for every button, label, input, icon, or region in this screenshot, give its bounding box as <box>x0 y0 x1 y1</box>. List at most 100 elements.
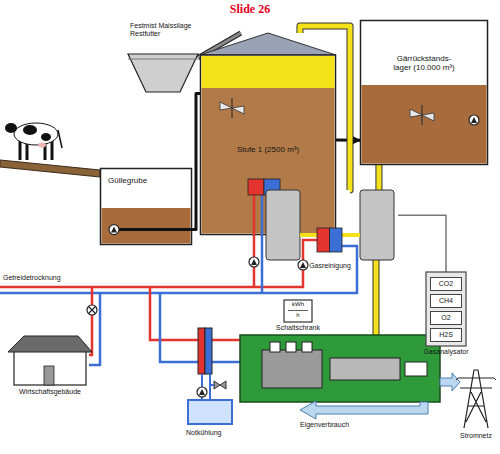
filter-column <box>266 190 300 260</box>
slurry-fill <box>102 208 191 244</box>
digester-roof <box>200 33 336 55</box>
analyzer-cell: CH4 <box>430 294 462 308</box>
mixer-blade <box>410 109 422 117</box>
mixer-blade <box>422 113 434 121</box>
cooling-pipe <box>210 384 214 386</box>
node-outline <box>262 190 398 274</box>
filter-column <box>360 190 394 260</box>
analyzer-cell: H2S <box>430 328 462 342</box>
pump-symbol <box>109 225 119 235</box>
barn-floor <box>0 160 100 177</box>
pump-symbol <box>469 115 479 125</box>
pump-symbol <box>111 227 117 233</box>
node-label: CO2 <box>431 280 461 288</box>
gas-analyzer: GasanalysatorCO2CH4O2H2S <box>420 272 472 358</box>
cow-leg <box>51 140 54 160</box>
digestate-storage: Gärrückstands- lager (10.000 m³) <box>360 20 488 165</box>
fraction-bar <box>288 310 308 311</box>
hopper-body <box>128 54 198 92</box>
plant-label: Notkühlung <box>186 429 246 437</box>
cow-figure <box>5 123 62 160</box>
node-label: O2 <box>431 314 461 322</box>
pylon-wire <box>456 378 496 380</box>
digestate-fill <box>362 85 487 164</box>
valve-symbol <box>87 305 97 315</box>
pump-symbol <box>251 259 257 265</box>
pipe-line <box>376 165 381 190</box>
node-outline <box>4 330 96 398</box>
cow-head <box>5 123 17 133</box>
engine-block <box>262 350 322 388</box>
gas-pipe-outline <box>373 258 380 335</box>
own-use-arrow <box>300 401 428 419</box>
cow-patch <box>41 133 51 141</box>
node-label: Festmist Maissilage Restfutter <box>130 22 196 38</box>
pipe-connector <box>378 165 379 190</box>
pump-symbol <box>471 117 477 123</box>
pit-pipe <box>119 228 192 231</box>
node-label: h <box>284 312 312 319</box>
pump-symbol <box>199 389 205 395</box>
node-label: Gärrückstands- lager (10.000 m³) <box>388 54 460 72</box>
heat-exchanger <box>205 328 212 374</box>
pump-symbol <box>300 262 306 268</box>
gas-space <box>202 56 335 88</box>
pipe-line <box>192 94 200 230</box>
engine-block <box>302 342 312 352</box>
power-grid: Stromnetz <box>456 362 496 446</box>
gas-pipe <box>374 258 379 335</box>
node-outline <box>360 20 488 165</box>
engine-block <box>270 342 280 352</box>
mixer-blade <box>232 106 244 114</box>
farm-building: Wirtschaftsgebäude <box>4 330 96 398</box>
plant-label: Eigenverbrauch <box>300 421 370 429</box>
node-label: Stromnetz <box>452 432 500 440</box>
valve-symbol <box>89 307 95 313</box>
gas-cooler <box>330 228 343 252</box>
generator-block <box>330 358 400 380</box>
cold-pipe <box>261 235 264 293</box>
node-label: H2S <box>431 331 461 339</box>
analyzer-housing <box>426 272 466 346</box>
pipe-connector <box>192 94 200 230</box>
generator-block <box>405 362 427 376</box>
meter-box <box>284 300 312 322</box>
engine-block <box>286 342 296 352</box>
node-label: Stufe 1 (2500 m³) <box>212 145 324 154</box>
cooling-tank <box>188 400 232 424</box>
house-wall <box>14 350 86 385</box>
pipe-line <box>375 165 382 190</box>
chp-unit <box>240 335 440 402</box>
cow-patch <box>23 125 37 135</box>
pylon-mast <box>458 370 494 428</box>
pipe-connector <box>398 215 446 272</box>
feed-hopper: Festmist Maissilage Restfutter <box>128 22 198 95</box>
hot-pipe <box>150 287 240 340</box>
node-label: CH4 <box>431 297 461 305</box>
node-label: Schaltschrank <box>272 324 324 332</box>
node-label: Gasanalysator <box>416 348 476 356</box>
gas-cooler <box>317 228 330 252</box>
grid-arrow <box>440 373 460 391</box>
pit-wall <box>101 169 192 245</box>
node-label: kWh <box>284 301 312 308</box>
cow-leg <box>19 140 22 160</box>
cow-body <box>14 123 58 145</box>
cold-pipe <box>89 293 100 365</box>
valve-symbol <box>214 381 226 389</box>
node-label: Güllegrube <box>108 176 184 185</box>
house-door <box>44 366 54 385</box>
storage-wall <box>361 21 488 165</box>
node-label: Wirtschaftsgebäude <box>4 388 96 396</box>
pump-symbol <box>197 387 207 397</box>
pump-symbol <box>298 260 308 270</box>
pipe-line <box>398 215 446 272</box>
mixer-blade <box>220 102 232 110</box>
pump-symbol <box>249 257 259 267</box>
control-cabinet: kWh hSchaltschrank <box>272 300 324 333</box>
analyzer-cell: O2 <box>430 311 462 325</box>
analyzer-cell: CO2 <box>430 277 462 291</box>
house-roof <box>8 336 92 352</box>
node-label: Gasreinigung <box>296 262 364 270</box>
